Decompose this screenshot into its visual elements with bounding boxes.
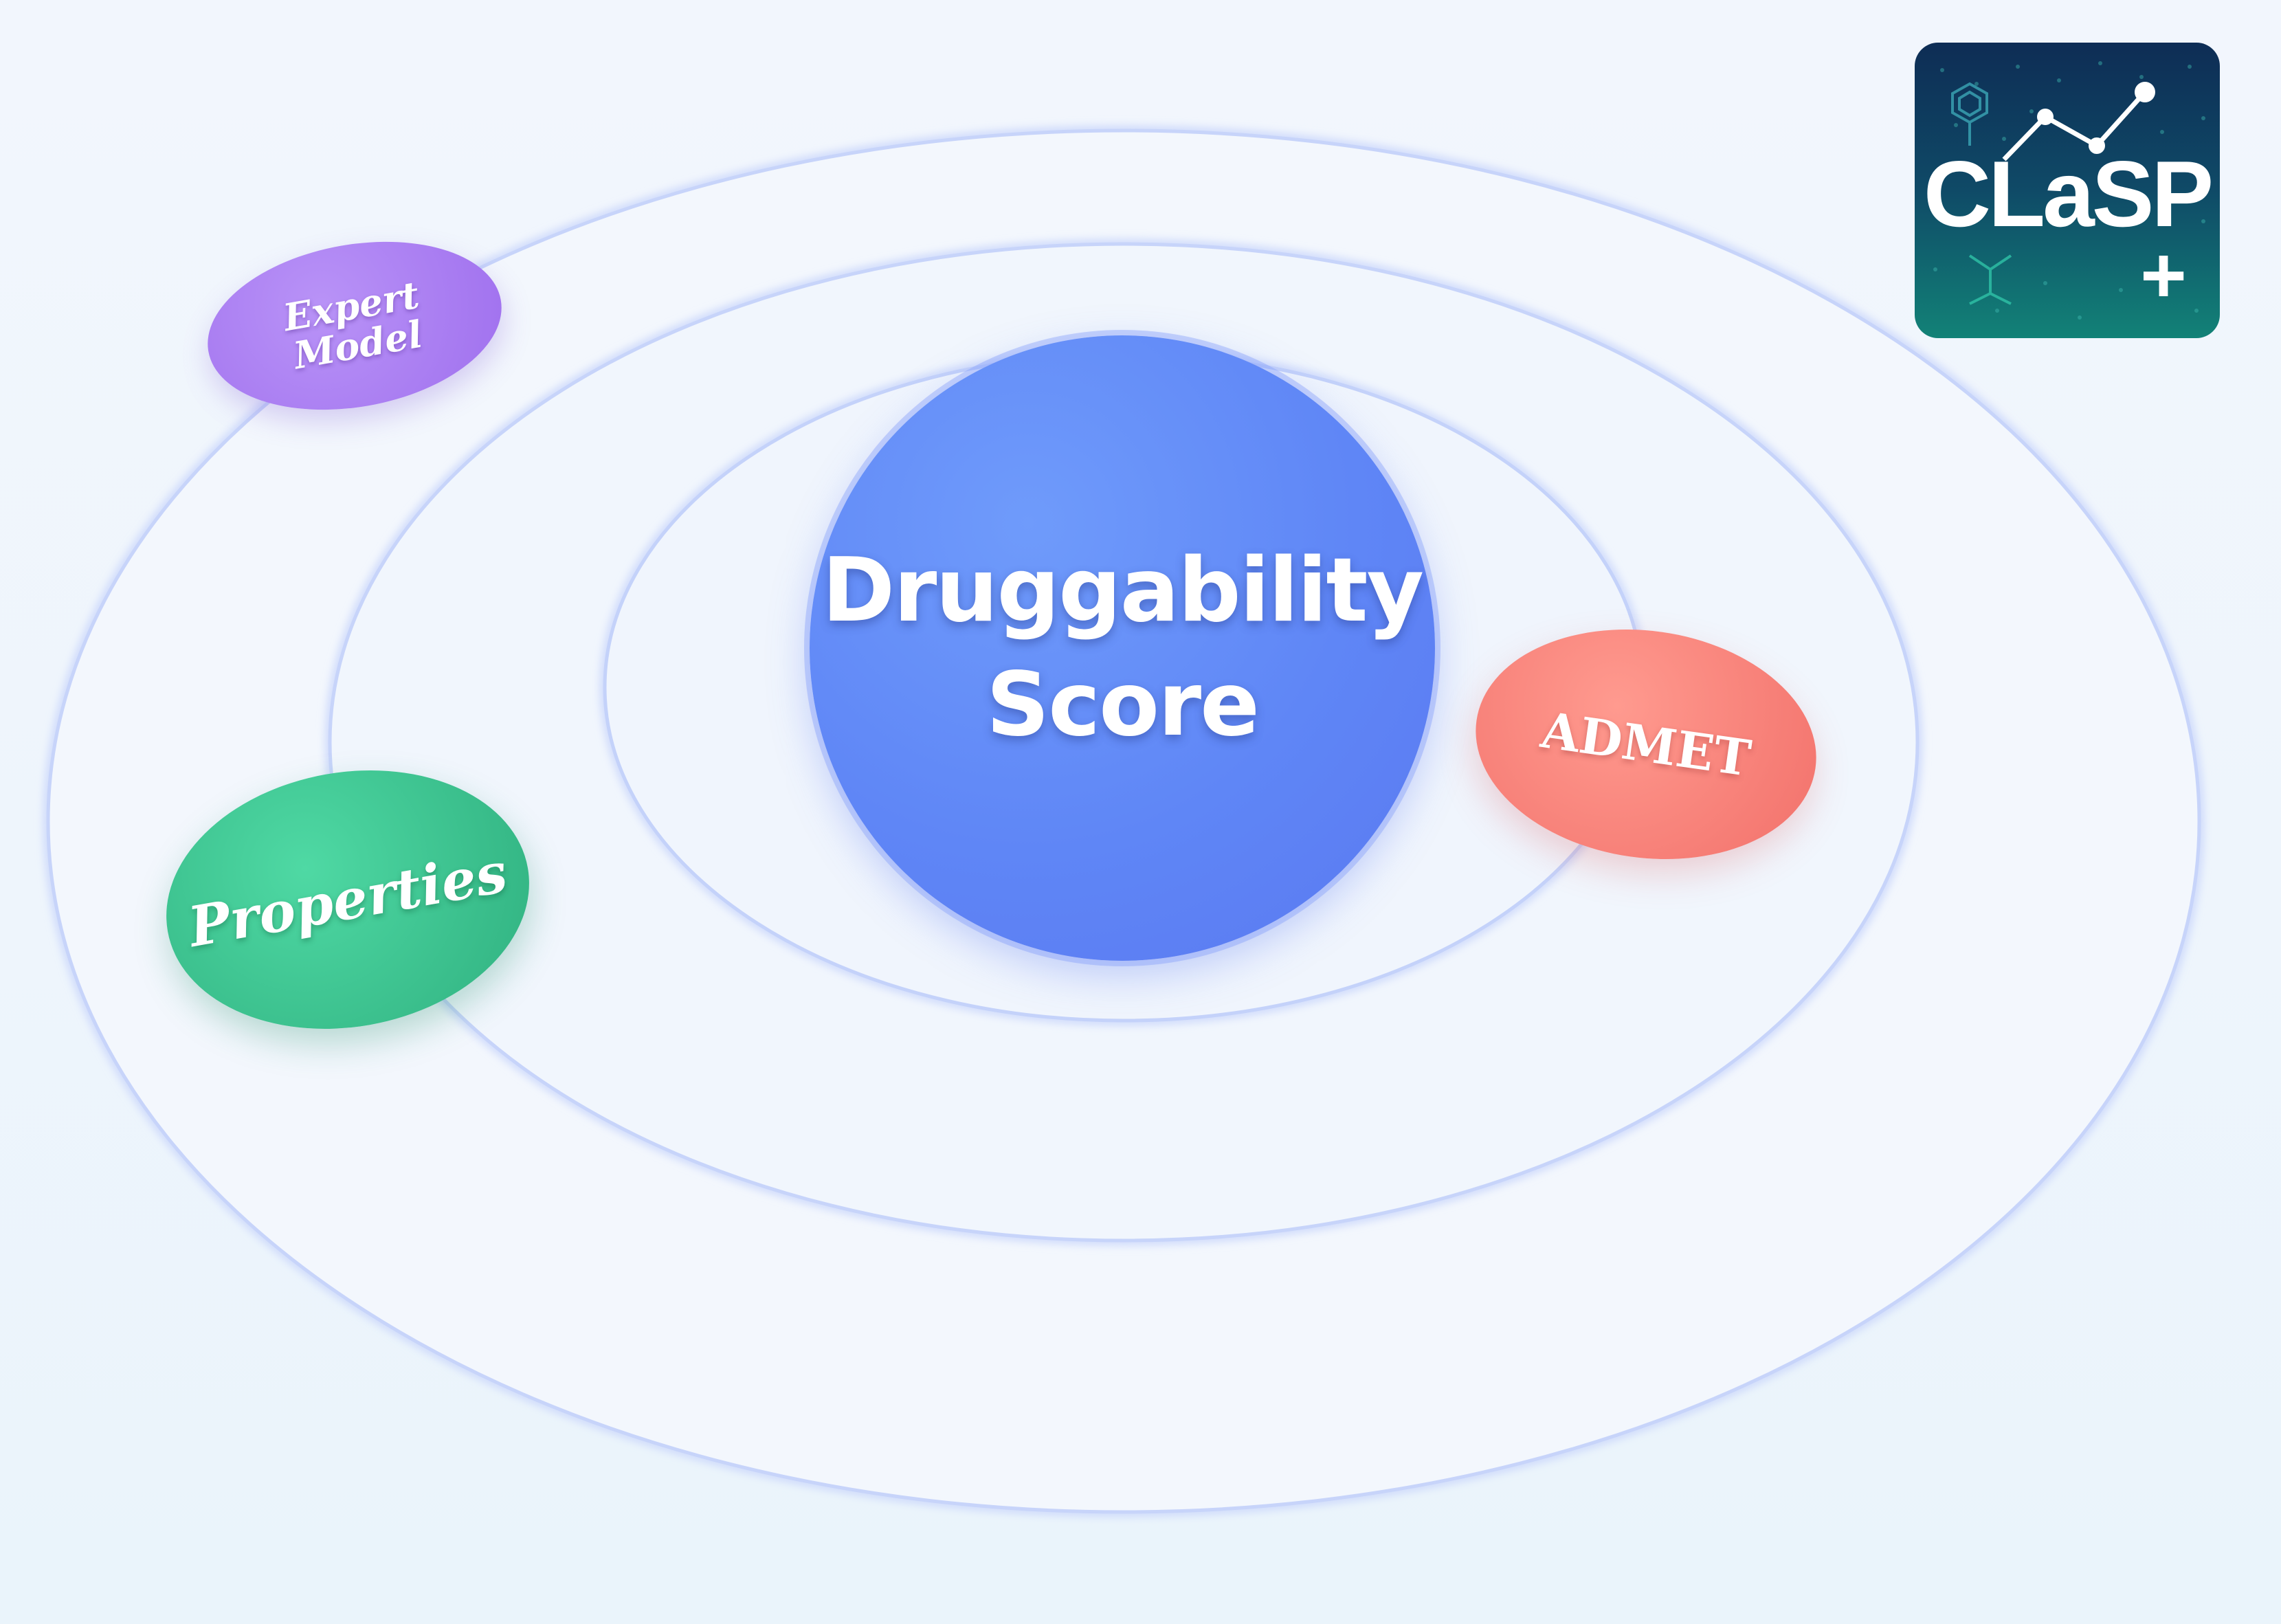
clasp-plus-logo: CLaSP +	[1915, 43, 2220, 338]
benzene-ring-icon	[1951, 82, 1988, 146]
logo-decoration	[1933, 61, 2205, 320]
logo-plus-icon: +	[2140, 230, 2187, 320]
trend-line-icon	[2002, 90, 2147, 162]
druggability-score-node: Druggability Score	[810, 335, 1435, 961]
logo-text: CLaSP	[1923, 142, 2214, 246]
center-label-line1: Druggability	[822, 539, 1424, 642]
molecule-bond-icon	[1968, 254, 2012, 305]
admet-label: ADMET	[1537, 700, 1755, 788]
center-label-line2: Score	[986, 654, 1260, 756]
dot-pattern-icon	[1933, 61, 2205, 320]
properties-label: Properties	[183, 840, 512, 959]
trend-points-icon	[2037, 82, 2155, 154]
